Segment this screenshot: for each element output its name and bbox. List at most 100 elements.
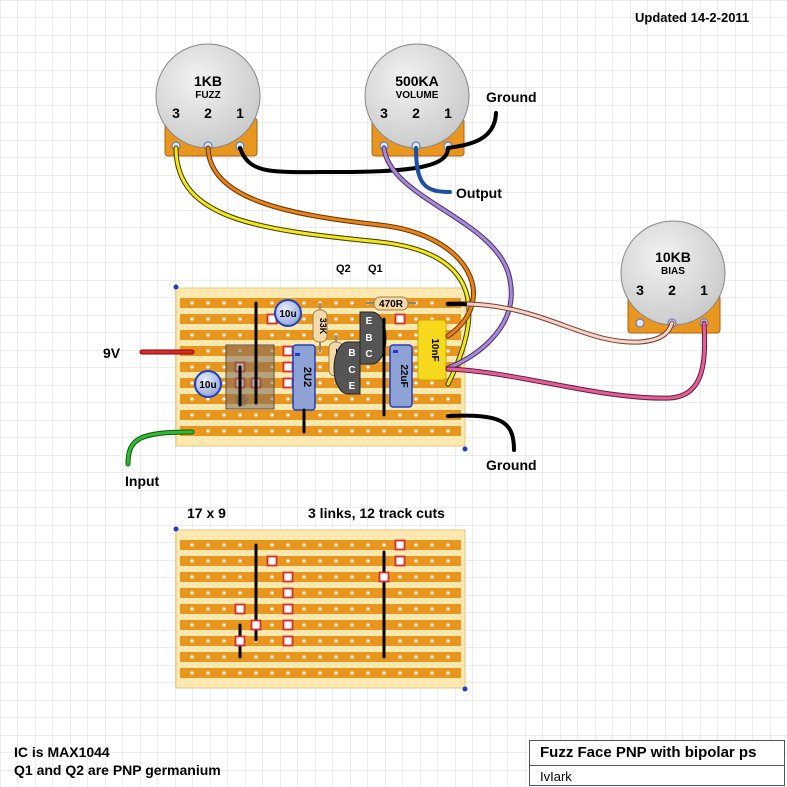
bias-pot-name: BIAS (661, 266, 685, 277)
strip-hole (398, 333, 402, 337)
strip-hole (206, 429, 210, 433)
strip-hole (254, 429, 258, 433)
strip-hole (270, 639, 274, 643)
strip-hole (206, 317, 210, 321)
strip-hole (446, 575, 450, 579)
strip-hole (334, 413, 338, 417)
strip-hole (446, 623, 450, 627)
strip-hole (366, 381, 370, 385)
strip-hole (430, 301, 434, 305)
strip-hole (318, 543, 322, 547)
strip-hole (334, 623, 338, 627)
strip-hole (206, 575, 210, 579)
strip-hole (350, 607, 354, 611)
ic-max1044[interactable] (225, 344, 275, 410)
strip-hole (190, 317, 194, 321)
fuzz-pin1: 1 (236, 105, 244, 121)
strip-hole (350, 575, 354, 579)
strip-hole (270, 575, 274, 579)
capacitor-10u-left[interactable]: 10u (194, 370, 222, 398)
strip-hole (238, 429, 242, 433)
transistor-q2[interactable]: B C E (333, 341, 361, 395)
q2-label: Q2 (336, 263, 351, 275)
strip-hole (190, 301, 194, 305)
strip-hole (206, 639, 210, 643)
strip-hole (366, 413, 370, 417)
strip-hole (302, 655, 306, 659)
strip-hole (446, 607, 450, 611)
resistor-470r-label: 470R (379, 299, 404, 310)
strip-hole (206, 591, 210, 595)
transistor-q1[interactable]: E B C (359, 311, 387, 365)
strip-hole (190, 575, 194, 579)
strip-hole (382, 429, 386, 433)
links-cuts-label: 3 links, 12 track cuts (308, 505, 445, 521)
strip-hole (350, 301, 354, 305)
strip-hole (222, 559, 226, 563)
capacitor-2u2[interactable]: 2U2 (292, 344, 316, 411)
track-cut (250, 619, 262, 631)
strip-hole (350, 671, 354, 675)
strip-hole (302, 543, 306, 547)
track-cut (394, 313, 406, 325)
strip-hole (222, 655, 226, 659)
strip-hole (238, 333, 242, 337)
strip-hole (206, 397, 210, 401)
strip-hole (382, 671, 386, 675)
strip-hole (414, 543, 418, 547)
track-cut (282, 619, 294, 631)
strip-hole (302, 623, 306, 627)
capacitor-22uf[interactable]: 22uF (389, 344, 413, 408)
strip-hole (318, 575, 322, 579)
strip-hole (334, 397, 338, 401)
bias-pin3: 3 (636, 282, 644, 298)
strip-hole (222, 543, 226, 547)
strip-hole (350, 333, 354, 337)
strip-hole (366, 591, 370, 595)
cap-10nf-label: 10nF (429, 338, 440, 361)
track-cut (282, 587, 294, 599)
strip-hole (190, 559, 194, 563)
resistor-33k[interactable]: 33K (312, 303, 328, 352)
ground-top-label: Ground (486, 89, 537, 105)
strip-hole (238, 413, 242, 417)
strip-hole (190, 381, 194, 385)
bias-pin1: 1 (700, 282, 708, 298)
strip-hole (190, 543, 194, 547)
cap-10u-left-label: 10u (199, 380, 216, 391)
ground-bottom-label: Ground (486, 457, 537, 473)
volume-pot-value: 500KA (395, 73, 439, 89)
strip-hole (254, 655, 258, 659)
strip-hole (398, 623, 402, 627)
strip-hole (206, 365, 210, 369)
fuzz-pot[interactable]: 1KB FUZZ 3 2 1 (155, 43, 261, 157)
strip-hole (302, 559, 306, 563)
strip-hole (350, 429, 354, 433)
strip-hole (318, 381, 322, 385)
volume-pin3: 3 (380, 105, 388, 121)
volume-pin2: 2 (412, 105, 420, 121)
capacitor-10u-top[interactable]: 10u (274, 299, 302, 327)
volume-pot[interactable]: 500KA VOLUME 3 2 1 (364, 43, 470, 157)
track-cut (282, 377, 294, 389)
strip-hole (270, 623, 274, 627)
resistor-470r[interactable]: 470R (366, 296, 416, 311)
cut-layout-stripboard (175, 529, 466, 689)
strip-hole (414, 671, 418, 675)
strip-hole (350, 623, 354, 627)
strip-hole (398, 591, 402, 595)
strip-hole (222, 671, 226, 675)
capacitor-10nf[interactable]: 10nF (417, 319, 447, 381)
volume-pin1: 1 (444, 105, 452, 121)
q2-pin-e: E (349, 381, 356, 392)
strip-hole (366, 397, 370, 401)
fuzz-pin3: 3 (172, 105, 180, 121)
bias-pot[interactable]: 10KB BIAS 3 2 1 (620, 220, 726, 334)
strip-hole (318, 623, 322, 627)
track-cut (234, 635, 246, 647)
strip-hole (366, 575, 370, 579)
strip-hole (446, 349, 450, 353)
strip-hole (254, 413, 258, 417)
strip-hole (414, 381, 418, 385)
